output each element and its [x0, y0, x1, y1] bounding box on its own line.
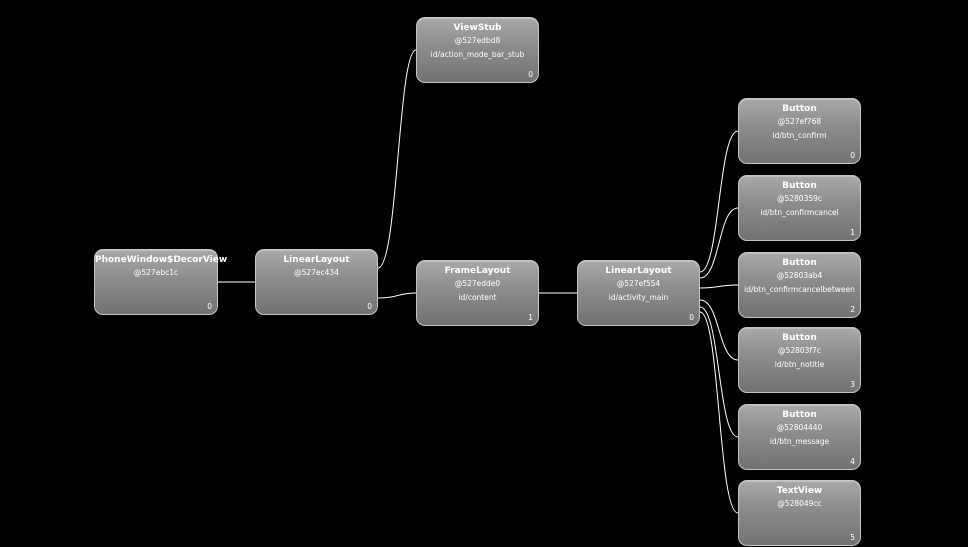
node-linearlayout-root[interactable]: LinearLayout @527ec434 0	[255, 249, 378, 315]
node-hash: @527ef768	[777, 117, 822, 126]
node-class-name: TextView	[776, 486, 823, 496]
node-decorview[interactable]: PhoneWindow$DecorView @527ebc1c 0	[94, 249, 228, 315]
node-class-name: PhoneWindow$DecorView	[95, 255, 228, 265]
node-hash: @527ef554	[616, 279, 661, 288]
node-index: 1	[528, 313, 533, 322]
node-view-id: id/btn_message	[769, 437, 830, 446]
node-button-confirmcancel[interactable]: Button @5280359c id/btn_confirmcancel 1	[738, 175, 861, 241]
edge-activity-btn-confirm	[699, 130, 739, 273]
node-framelayout[interactable]: FrameLayout @527edde0 id/content 1	[416, 260, 539, 326]
node-class-name: LinearLayout	[605, 266, 672, 276]
node-hash: @527edde0	[454, 279, 501, 288]
node-view-id: id/btn_confirmcancel	[760, 208, 839, 217]
edge-linearlayout-viewstub	[377, 49, 417, 269]
node-button-confirmcancelbetween[interactable]: Button @52803ab4 id/btn_confirmcancelbet…	[738, 252, 861, 318]
node-view-id: id/btn_confirm	[772, 131, 827, 140]
node-hash: @527ec434	[294, 268, 339, 277]
node-class-name: Button	[782, 333, 817, 343]
node-view-id: id/btn_confirmcancelbetween	[744, 285, 855, 294]
node-class-name: Button	[782, 181, 817, 191]
node-class-name: ViewStub	[453, 23, 502, 33]
edge-activity-textview	[699, 311, 739, 514]
node-hash: @527edbd8	[454, 36, 501, 45]
node-hash: @5280359c	[776, 194, 823, 203]
node-class-name: Button	[782, 410, 817, 420]
node-index: 0	[528, 70, 533, 79]
node-view-id: id/btn_notitle	[774, 360, 825, 369]
node-view-id: id/content	[458, 293, 497, 302]
node-index: 2	[850, 305, 855, 314]
node-view-id: id/action_mode_bar_stub	[430, 50, 525, 59]
node-class-name: Button	[782, 104, 817, 114]
node-button-confirm[interactable]: Button @527ef768 id/btn_confirm 0	[738, 98, 861, 164]
node-hash: @52803ab4	[776, 271, 823, 280]
node-index: 0	[689, 313, 694, 322]
node-index: 4	[850, 457, 855, 466]
node-view-id: id/activity_main	[608, 293, 669, 302]
node-hash: @52803f7c	[778, 346, 821, 355]
node-button-notitle[interactable]: Button @52803f7c id/btn_notitle 3	[738, 327, 861, 393]
node-index: 0	[850, 151, 855, 160]
node-class-name: Button	[782, 258, 817, 268]
node-index: 5	[850, 533, 855, 542]
edge-activity-btn-notitle	[699, 299, 739, 361]
node-linearlayout-activity-main[interactable]: LinearLayout @527ef554 id/activity_main …	[577, 260, 700, 326]
node-hash: @528049cc	[777, 499, 822, 508]
node-class-name: FrameLayout	[444, 266, 511, 276]
edge-activity-btn-confirmcancelbetween	[699, 284, 739, 289]
node-button-message[interactable]: Button @52804440 id/btn_message 4	[738, 404, 861, 470]
node-hash: @527ebc1c	[133, 268, 179, 277]
node-textview[interactable]: TextView @528049cc 5	[738, 480, 861, 546]
node-index: 3	[850, 380, 855, 389]
edge-linearlayout-framelayout	[377, 292, 417, 299]
node-index: 0	[207, 302, 212, 311]
node-hash: @52804440	[776, 423, 823, 432]
edge-activity-btn-message	[699, 306, 739, 438]
node-index: 1	[850, 228, 855, 237]
node-index: 0	[367, 302, 372, 311]
node-class-name: LinearLayout	[283, 255, 350, 265]
node-viewstub[interactable]: ViewStub @527edbd8 id/action_mode_bar_st…	[416, 17, 539, 83]
edge-activity-btn-confirmcancel	[699, 207, 739, 279]
